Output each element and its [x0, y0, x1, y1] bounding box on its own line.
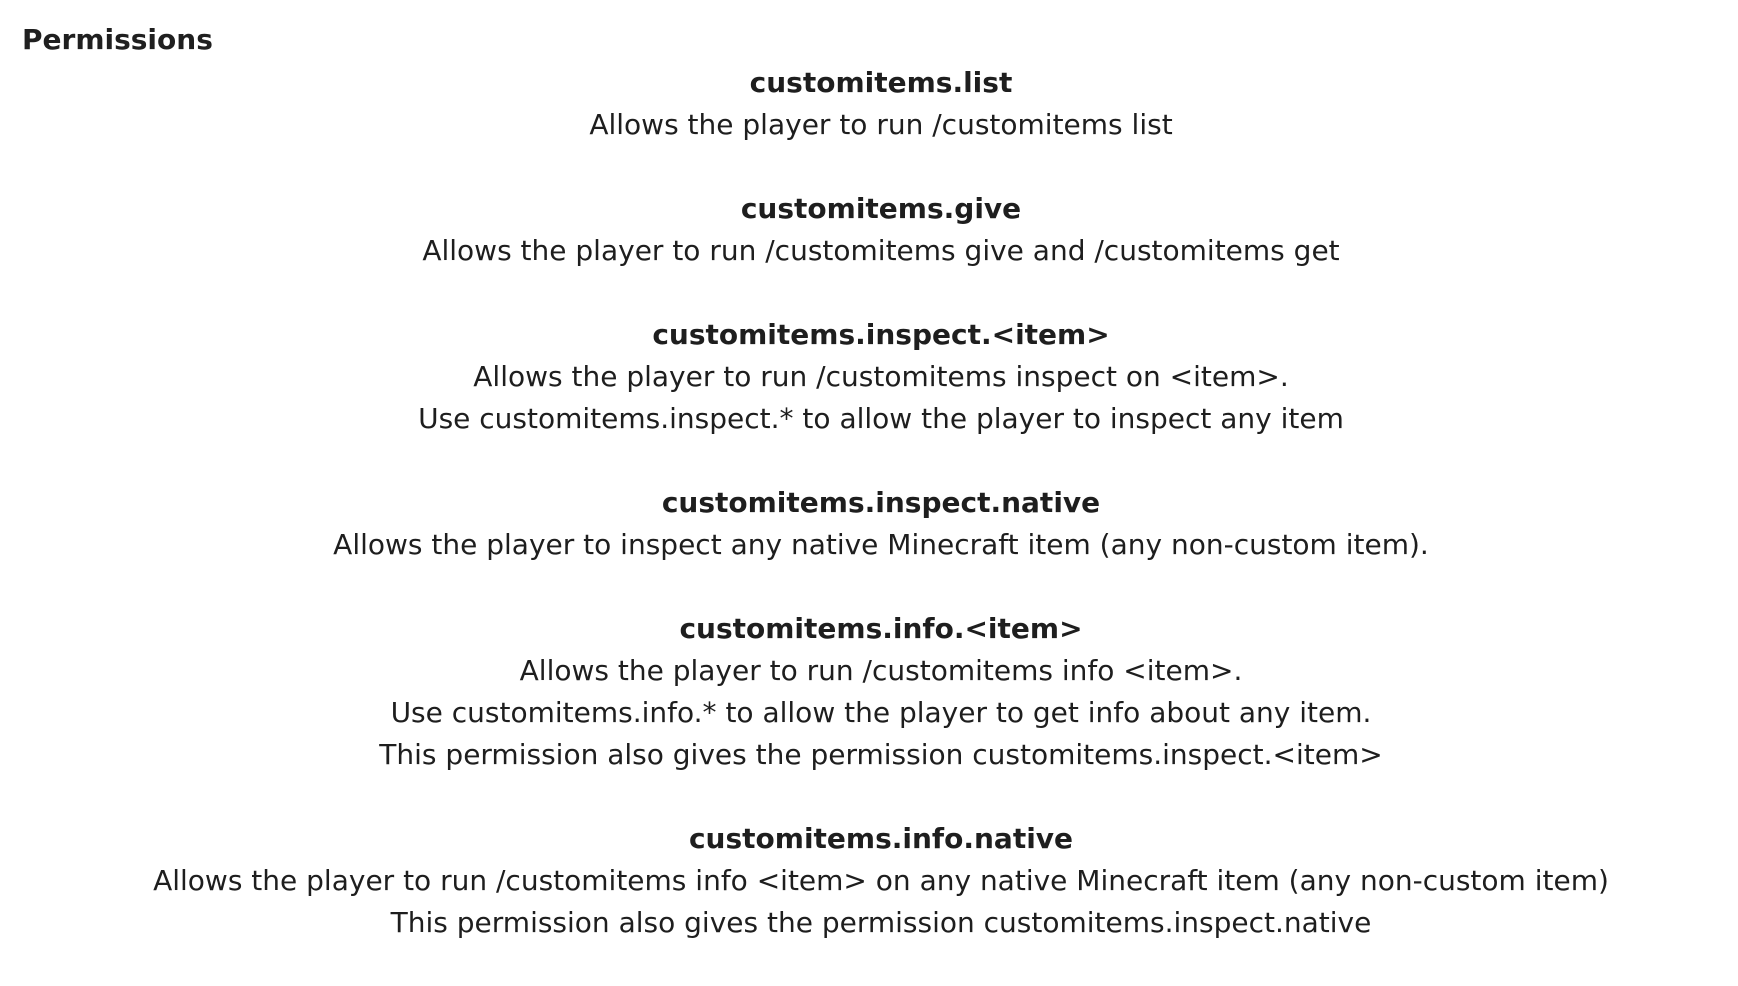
permission-description: This permission also gives the permissio… — [379, 738, 1383, 771]
permission-item: customitems.info.native Allows the playe… — [0, 818, 1738, 944]
permission-description: Allows the player to run /customitems gi… — [422, 234, 1340, 267]
permission-description: Allows the player to run /customitems in… — [153, 864, 1609, 897]
permission-item: customitems.inspect.<item> Allows the pl… — [0, 314, 1738, 440]
permission-item: customitems.give Allows the player to ru… — [0, 188, 1738, 272]
permission-name: customitems.inspect.native — [661, 486, 1101, 519]
permission-name: customitems.info.<item> — [679, 612, 1083, 645]
page-title: Permissions — [22, 23, 213, 56]
permission-name: customitems.info.native — [688, 822, 1074, 855]
document-page: Permissions customitems.list Allows the … — [22, 23, 1609, 939]
permission-item: customitems.info.<item> Allows the playe… — [0, 608, 1738, 776]
permission-description: Allows the player to run /customitems in… — [519, 654, 1243, 687]
permission-name: customitems.give — [740, 192, 1022, 225]
permission-name: customitems.inspect.<item> — [652, 318, 1110, 351]
permission-description: Use customitems.info.* to allow the play… — [390, 696, 1372, 729]
permission-description: Allows the player to run /customitems in… — [473, 360, 1289, 393]
permission-item: customitems.list Allows the player to ru… — [0, 62, 1738, 146]
permission-description: Allows the player to inspect any native … — [333, 528, 1429, 561]
permission-item: customitems.inspect.native Allows the pl… — [0, 482, 1738, 566]
permission-description: Use customitems.inspect.* to allow the p… — [418, 402, 1344, 435]
permission-name: customitems.list — [749, 66, 1013, 99]
permission-description: This permission also gives the permissio… — [390, 906, 1372, 939]
permission-list: customitems.list Allows the player to ru… — [0, 62, 1738, 986]
permission-description: Allows the player to run /customitems li… — [589, 108, 1173, 141]
